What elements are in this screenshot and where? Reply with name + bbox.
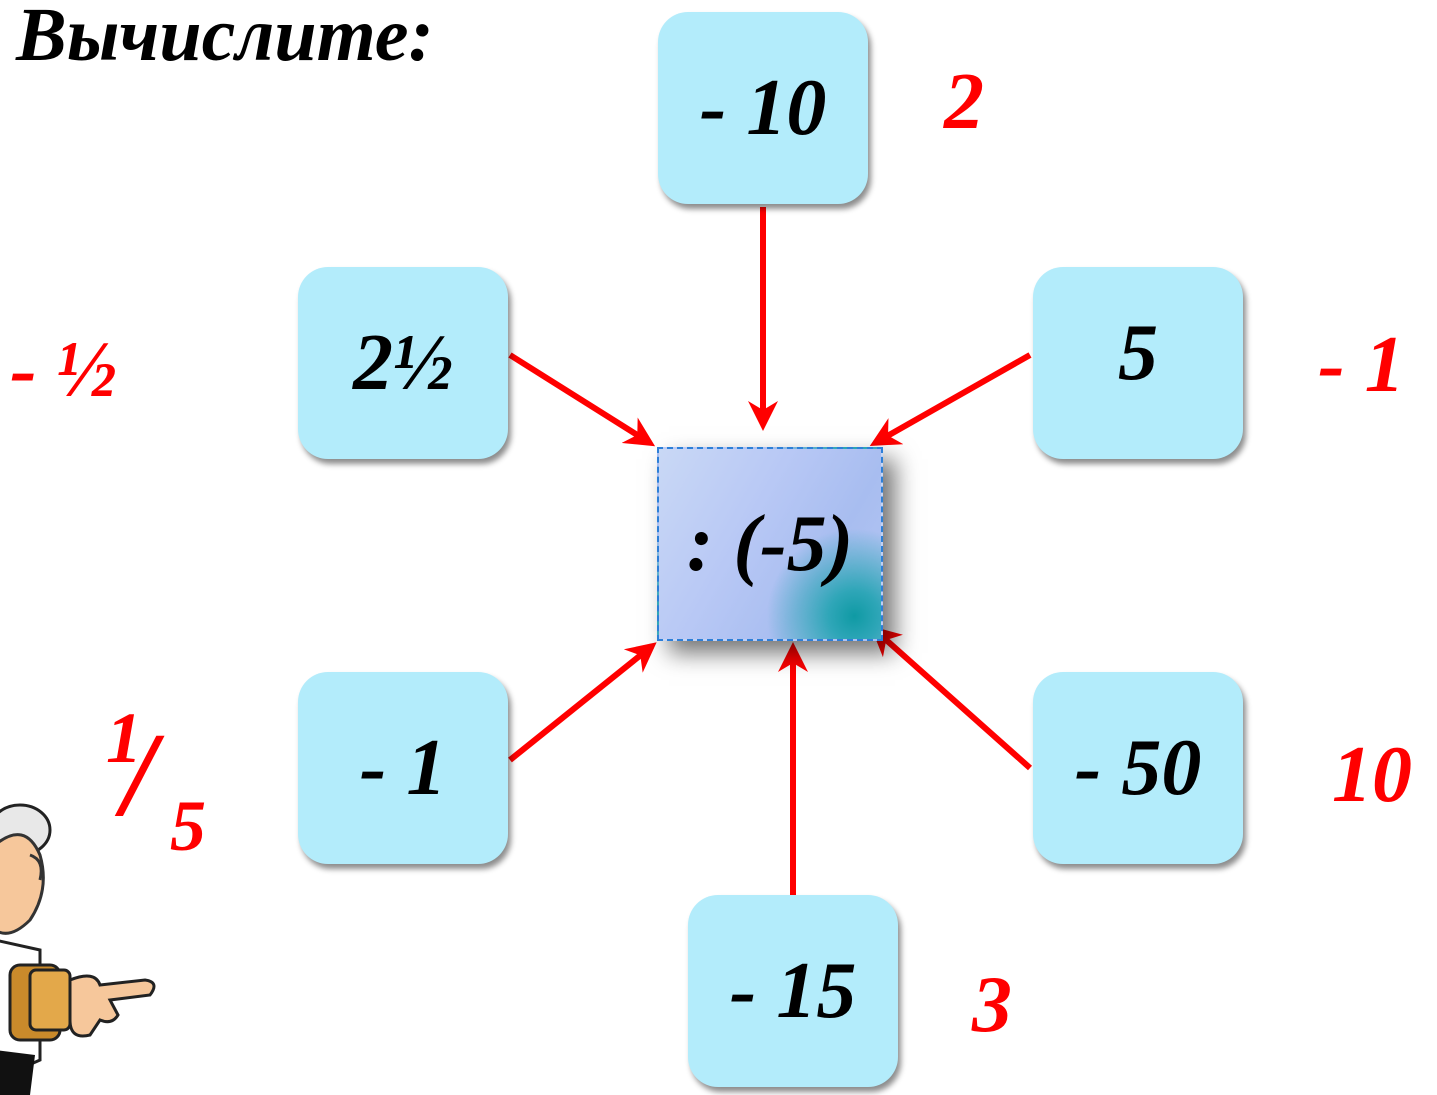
box-top-left: 2½ <box>298 267 508 459</box>
arrow-bottom-right <box>870 626 1032 771</box>
page-title: . Вычислите: <box>0 0 434 77</box>
box-top-right-label: 5 <box>1118 308 1158 397</box>
box-bottom-left: - 1 <box>298 672 508 864</box>
box-top: - 10 <box>658 12 868 204</box>
answer-top-left: - ½ <box>10 326 117 414</box>
answer-top-right: - 1 <box>1318 321 1405 409</box>
answer-bottom: 3 <box>972 961 1012 1049</box>
arrow-bottom-left <box>508 642 657 763</box>
arrow-top-right <box>869 352 1032 446</box>
arrow-top-left <box>508 352 656 447</box>
answer-bottom-right: 10 <box>1332 731 1412 819</box>
box-bottom-left-label: - 1 <box>359 723 447 812</box>
answer-bottom-left-slash: / <box>122 708 156 841</box>
box-bottom: - 15 <box>688 895 898 1087</box>
answer-bottom-left-denominator: 5 <box>170 786 206 866</box>
box-bottom-right: - 50 <box>1033 672 1243 864</box>
center-operation: : (-5) <box>657 447 883 641</box>
box-top-left-label: 2½ <box>353 318 453 407</box>
box-top-right: 5 <box>1033 267 1243 459</box>
box-bottom-label: - 15 <box>729 946 857 1035</box>
box-top-label: - 10 <box>699 63 827 152</box>
answer-bottom-left-numerator: 1 <box>106 698 142 778</box>
center-operation-label: : (-5) <box>686 499 854 588</box>
box-bottom-right-label: - 50 <box>1074 723 1202 812</box>
answer-top: 2 <box>944 58 984 146</box>
professor-pointing-icon <box>0 803 156 1095</box>
